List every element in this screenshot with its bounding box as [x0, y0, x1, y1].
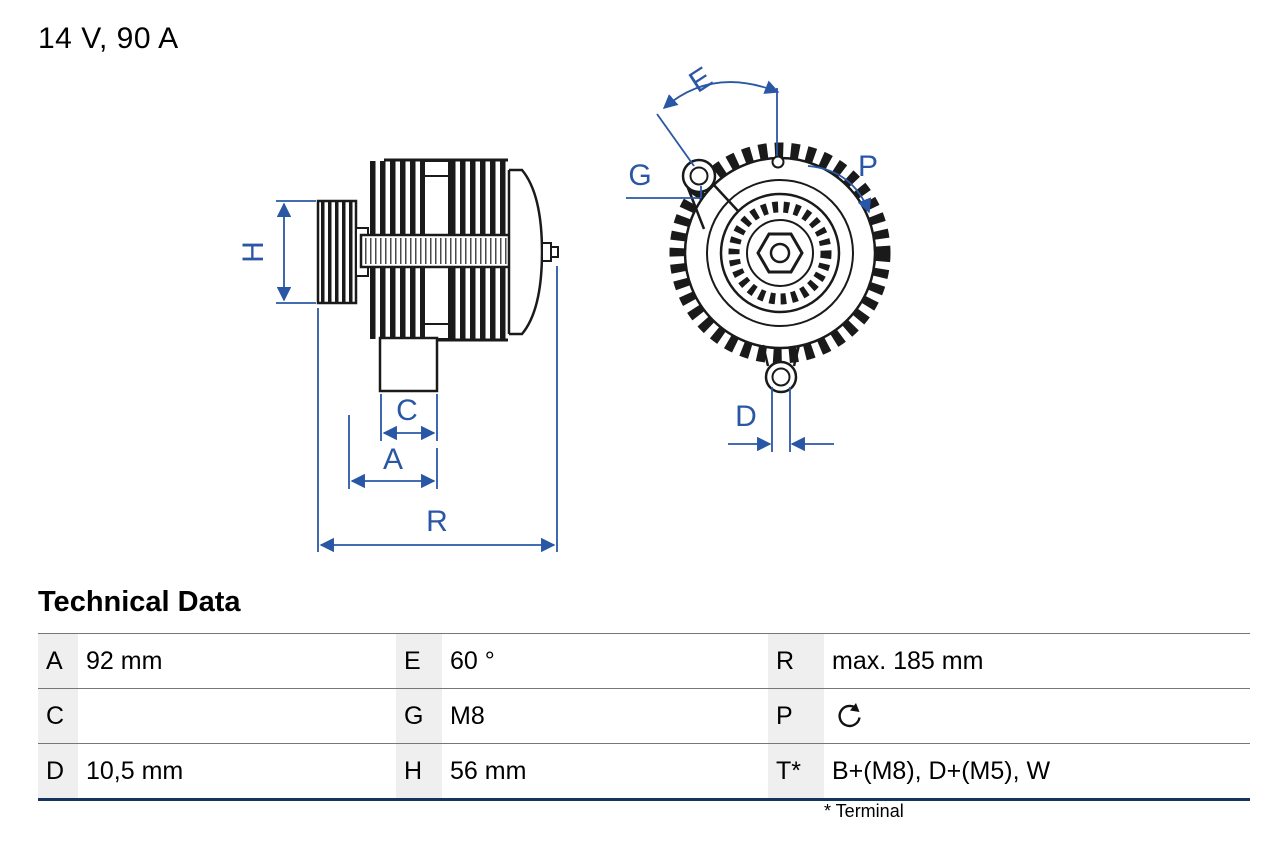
dimension-d: D — [728, 387, 834, 452]
table-key-a: A — [38, 634, 78, 688]
dimension-r: R — [317, 266, 558, 553]
table-key-d: D — [38, 744, 78, 798]
dimension-label-r: R — [426, 505, 448, 538]
alternator-technical-drawing: H C A R E — [237, 61, 891, 553]
table-value-c — [78, 689, 396, 743]
table-key-c: C — [38, 689, 78, 743]
table-value-d: 10,5 mm — [86, 756, 184, 785]
dimension-g: G — [626, 159, 702, 199]
vent-teeth-ring — [669, 142, 891, 364]
terminal-footnote: * Terminal — [824, 801, 904, 821]
table-key-t: T* — [768, 744, 824, 798]
rotation-direction-icon — [838, 703, 861, 728]
table-key-p: P — [768, 689, 824, 743]
alternator-front-view — [669, 142, 891, 394]
table-key-h: H — [396, 744, 442, 798]
dimension-p: P — [807, 150, 878, 214]
table-value-g: M8 — [450, 701, 485, 730]
page-title: 14 V, 90 A — [38, 22, 179, 55]
inner-vent-ring — [728, 201, 832, 305]
technical-data-table: A 92 mm E 60 ° R max. 185 mm C G M8 P D … — [38, 633, 1250, 801]
table-row: C G M8 P — [38, 689, 1250, 744]
table-key-e: E — [396, 634, 442, 688]
table-value-e: 60 ° — [450, 646, 495, 675]
dimension-label-a: A — [383, 443, 403, 476]
table-row: D 10,5 mm H 56 mm T* B+(M8), D+(M5), W — [38, 744, 1250, 798]
dimension-a: A — [348, 415, 438, 489]
dimension-label-d: D — [735, 400, 757, 433]
dimension-c: C — [380, 394, 438, 441]
mounting-foot — [378, 336, 439, 393]
table-key-r: R — [768, 634, 824, 688]
table-value-r: max. 185 mm — [832, 646, 984, 675]
dimension-label-g: G — [628, 159, 651, 192]
table-value-t: B+(M8), D+(M5), W — [832, 756, 1051, 785]
table-row: A 92 mm E 60 ° R max. 185 mm — [38, 634, 1250, 689]
dimension-label-e: E — [683, 61, 718, 100]
section-heading: Technical Data — [38, 586, 241, 618]
table-value-a: 92 mm — [86, 646, 163, 675]
alternator-side-view — [316, 158, 559, 393]
lower-mounting-lug — [761, 344, 801, 394]
upper-mounting-lug — [681, 158, 739, 230]
dimension-label-c: C — [396, 394, 418, 427]
table-key-g: G — [396, 689, 442, 743]
dimension-label-p: P — [858, 150, 878, 183]
dimension-annotations: H C A R E — [237, 61, 878, 553]
table-value-h: 56 mm — [450, 756, 527, 785]
table-value-p — [824, 689, 1250, 743]
pulley — [316, 199, 358, 305]
dimension-h: H — [237, 200, 316, 304]
rear-cover — [507, 168, 559, 336]
top-rim-hole — [771, 155, 785, 169]
dimension-label-h: H — [237, 241, 270, 263]
shaft-nut-hexagon — [756, 232, 804, 274]
stator-band — [359, 233, 517, 269]
